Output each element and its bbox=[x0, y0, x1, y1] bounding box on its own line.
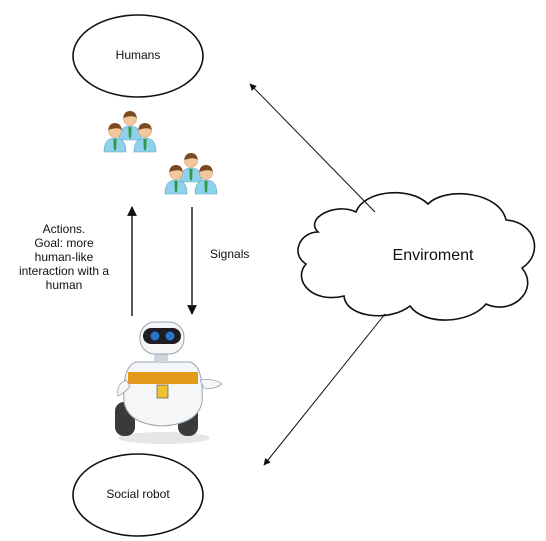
actions-label: Actions. Goal: more human-like interacti… bbox=[14, 222, 114, 292]
people-group-icon bbox=[104, 111, 156, 152]
actions-label-line: human bbox=[45, 278, 83, 292]
people-group-icon bbox=[165, 153, 217, 194]
humans-node bbox=[72, 14, 204, 98]
environment-to-humans-arrow bbox=[249, 83, 376, 213]
robot-icon bbox=[115, 321, 223, 444]
environment-label: Enviroment bbox=[392, 247, 474, 264]
social-robot-label: Social robot bbox=[106, 487, 170, 501]
actions-label-line: Actions. bbox=[42, 222, 86, 236]
actions-label-line: Goal: more bbox=[34, 236, 94, 250]
social-robot-node bbox=[72, 453, 204, 537]
signals-label: Signals bbox=[210, 247, 250, 261]
humans-label: Humans bbox=[115, 48, 161, 62]
environment-cloud bbox=[297, 191, 536, 321]
actions-label-line: interaction with a bbox=[18, 264, 110, 278]
actions-label-line: human-like bbox=[34, 250, 94, 264]
environment-to-robot-arrow bbox=[263, 313, 386, 466]
